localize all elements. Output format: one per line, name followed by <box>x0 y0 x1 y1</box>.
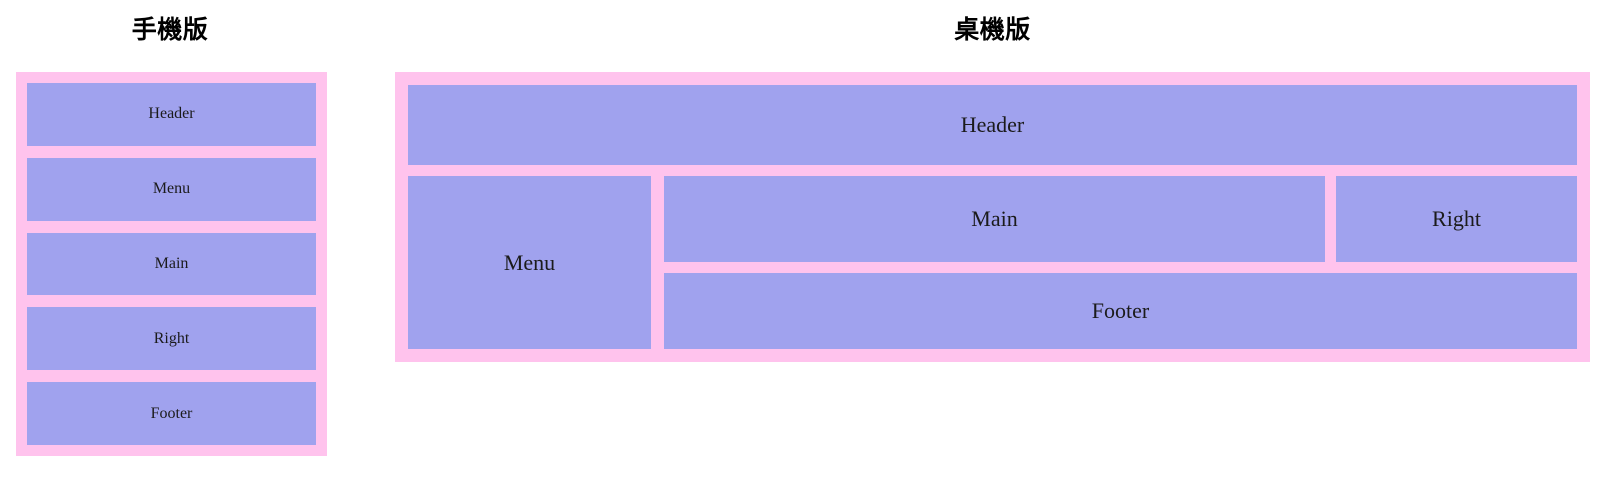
mobile-block-menu: Menu <box>27 157 316 221</box>
desktop-block-header: Header <box>408 85 1577 165</box>
mobile-block-main: Main <box>27 232 316 296</box>
mobile-layout-title: 手機版 <box>131 16 209 44</box>
desktop-block-main: Main <box>664 176 1325 262</box>
desktop-content-stack: Main Right Footer <box>664 176 1577 349</box>
mobile-block-header: Header <box>27 83 316 146</box>
desktop-body-row: Menu Main Right Footer <box>408 176 1577 349</box>
mobile-layout-container: Header Menu Main Right Footer <box>16 72 327 456</box>
desktop-layout-title: 桌機版 <box>954 16 1031 44</box>
desktop-block-right: Right <box>1336 176 1577 262</box>
desktop-block-footer: Footer <box>664 273 1577 349</box>
desktop-middle-row: Main Right <box>664 176 1577 262</box>
desktop-block-menu: Menu <box>408 176 651 349</box>
desktop-layout-container: Header Menu Main Right Footer <box>395 72 1590 362</box>
mobile-block-footer: Footer <box>27 382 316 445</box>
mobile-block-right: Right <box>27 307 316 371</box>
